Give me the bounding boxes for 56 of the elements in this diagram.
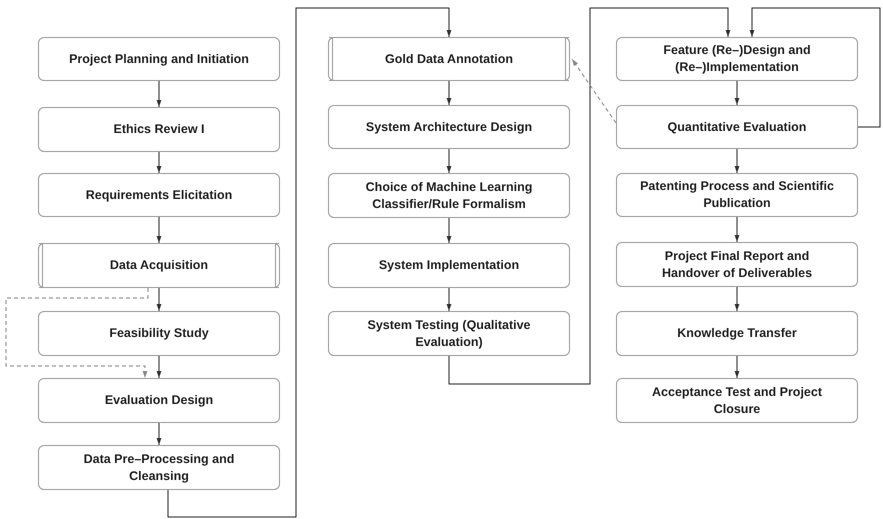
process-box (38, 445, 280, 490)
step-label: Evaluation Design (104, 392, 214, 409)
process-box (616, 242, 858, 287)
arrow (156, 80, 162, 108)
step-label: Feature (Re–)Design and (Re–)Implementation (662, 42, 812, 76)
arrow (156, 288, 162, 312)
step-label: System Architecture Design (366, 118, 532, 136)
arrow (734, 356, 740, 378)
step-label: Patenting Process and Scientific Publication (639, 178, 835, 212)
step-label: Project Planning and Initiation (69, 50, 249, 68)
process-box (616, 105, 858, 149)
step-label: Gold Data Annotation (385, 50, 513, 68)
arrow (156, 356, 162, 378)
arrow (156, 152, 162, 174)
step-label: Ethics Review I (113, 121, 204, 138)
arrow (734, 80, 740, 106)
arrow (446, 218, 452, 244)
process-box (328, 311, 570, 356)
arrow (734, 216, 740, 242)
arrow (446, 80, 452, 106)
step-label: Project Final Report and Handover of Deliverables (660, 248, 814, 282)
arrow (750, 8, 880, 128)
process-box (38, 378, 280, 423)
step-label: Data Pre–Processing and Cleansing (82, 450, 236, 484)
arrow (734, 148, 740, 174)
process-box (38, 311, 280, 356)
step-label: Feasibility Study (109, 325, 209, 342)
process-box (38, 37, 280, 81)
dashed-arrow (572, 58, 616, 124)
step-label: System Testing (Qualitative Evaluation) (366, 316, 532, 350)
arrow (168, 8, 452, 518)
dashed-arrow (6, 288, 148, 378)
arrow (156, 422, 162, 446)
arrow (156, 216, 162, 244)
step-label: System Implementation (378, 257, 520, 274)
step-label: Quantitative Evaluation (668, 118, 806, 136)
arrow (448, 8, 730, 384)
step-label: Requirements Elicitation (86, 186, 232, 204)
step-label: Choice of Machine Learning Classifier/Rule Formalism (364, 178, 534, 212)
step-label: Knowledge Transfer (677, 325, 797, 342)
process-box (38, 173, 280, 217)
arrow (446, 148, 452, 174)
process-box (616, 173, 858, 217)
process-box (38, 107, 280, 152)
process-box (328, 173, 570, 218)
arrow (734, 286, 740, 312)
step-label: Data Acquisition (110, 257, 208, 274)
process-box (328, 105, 570, 149)
step-label: Acceptance Test and Project Closure (651, 384, 823, 418)
process-box (616, 378, 858, 423)
process-box (328, 243, 570, 288)
subprocess-box (328, 37, 570, 81)
subprocess-box (38, 243, 280, 288)
process-box (616, 311, 858, 356)
process-box (616, 37, 858, 81)
arrow (446, 288, 452, 312)
